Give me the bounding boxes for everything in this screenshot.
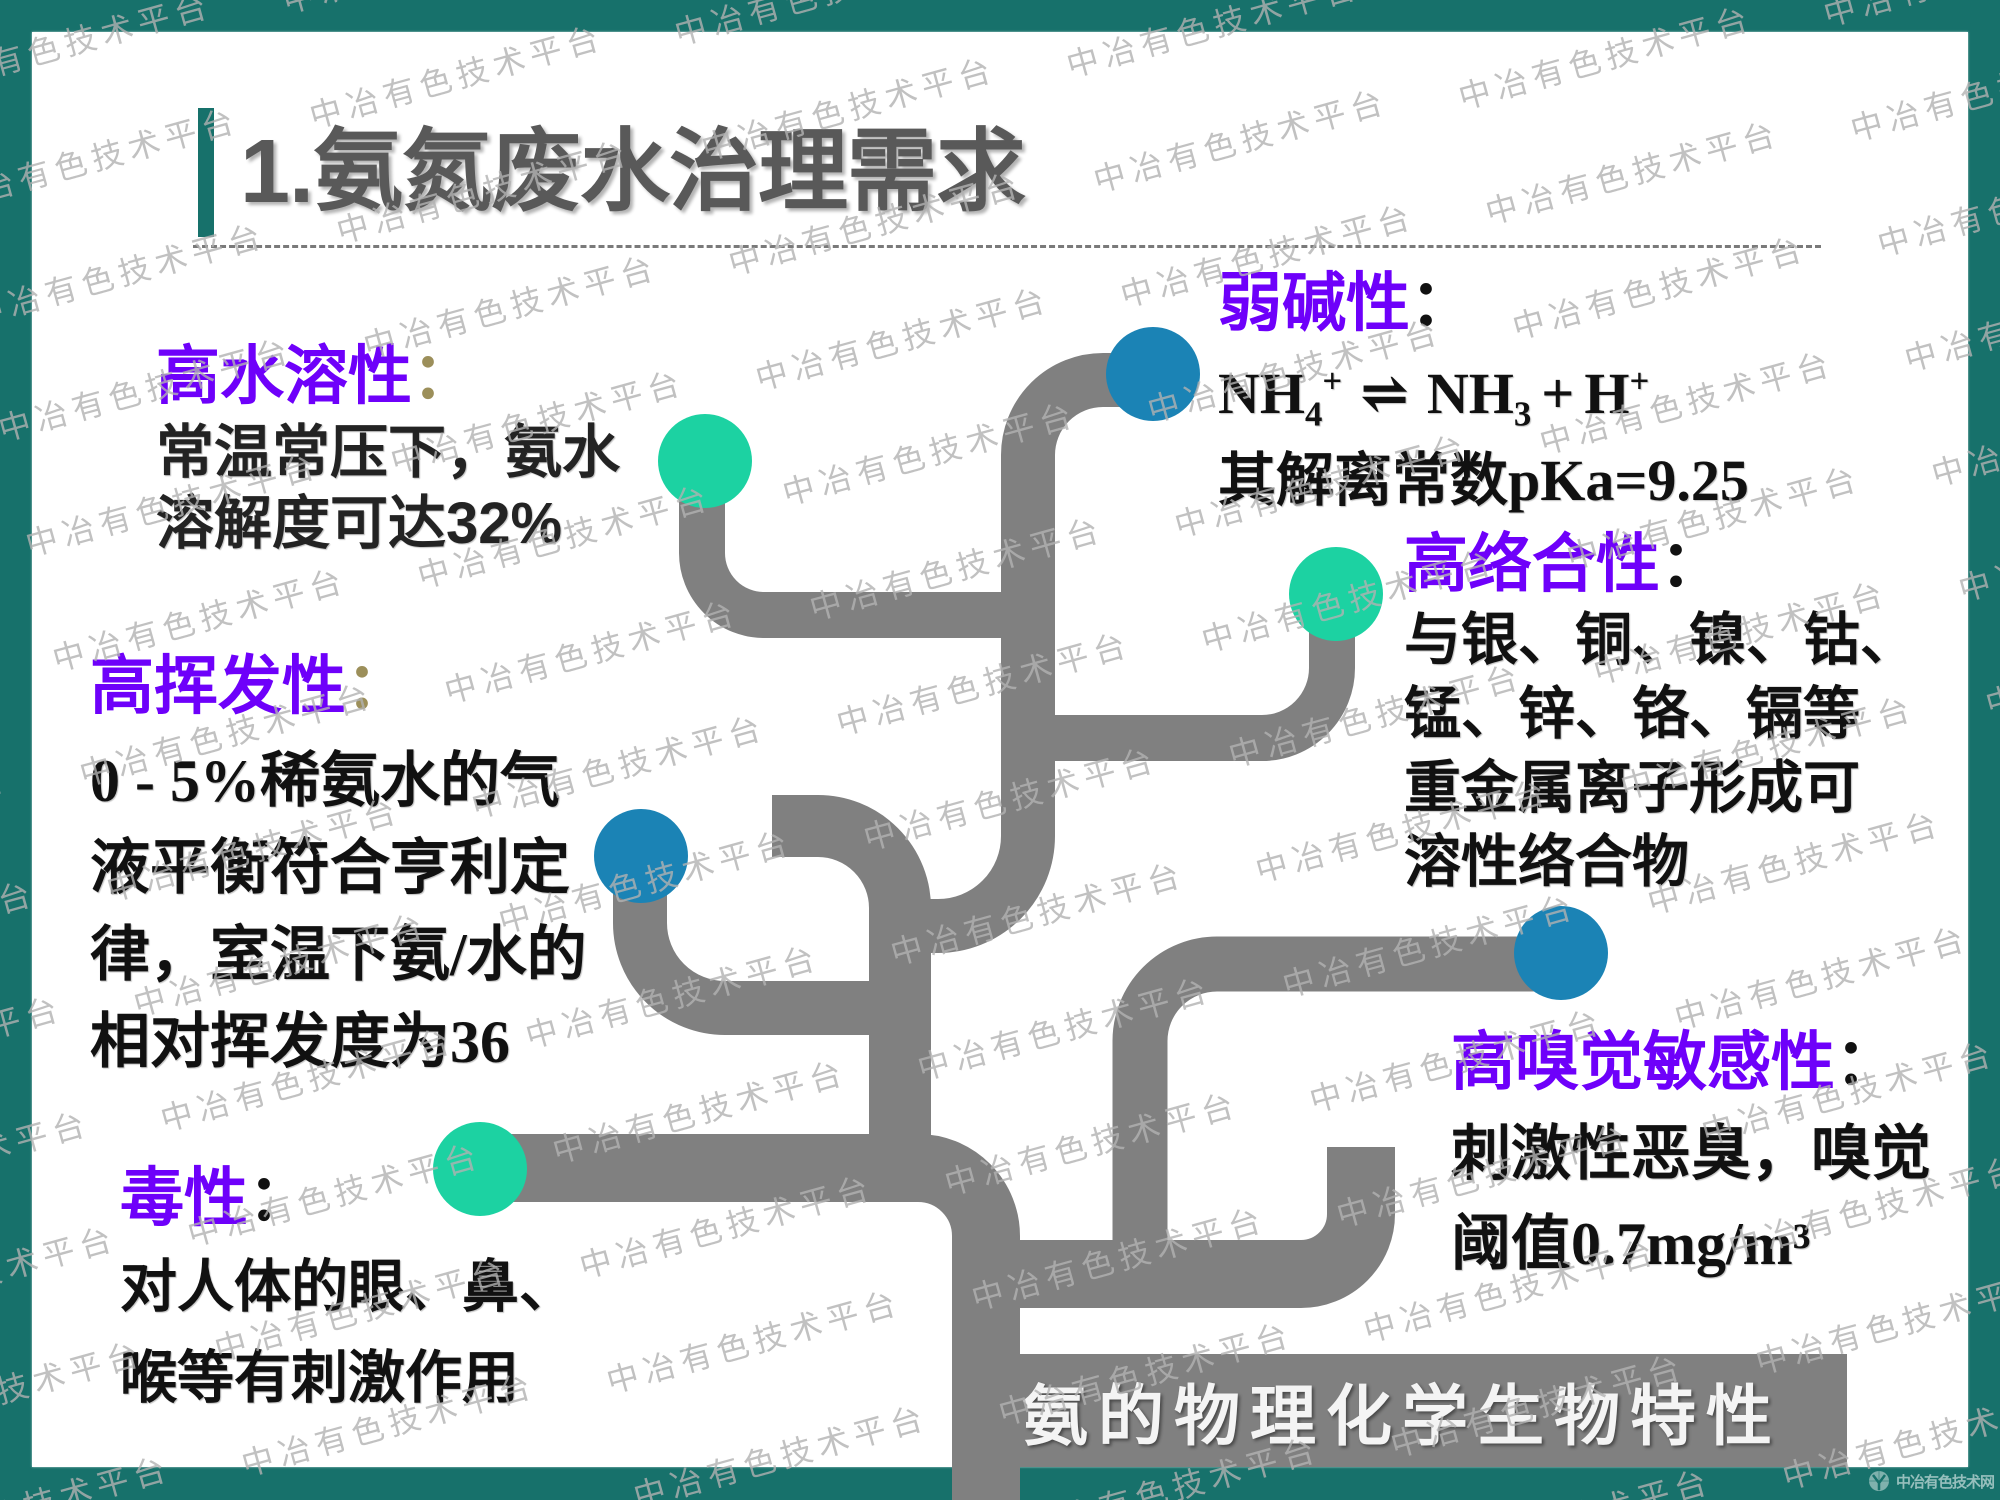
property-heading: 弱碱性： <box>1218 269 1749 339</box>
heading-colon: ： <box>346 651 410 722</box>
formula-reactant: NH <box>1218 361 1305 426</box>
property-body: NH4+⇌NH3+H+ 其解离常数pKa=9.25 <box>1218 350 1749 524</box>
branch-volatility <box>613 856 900 1035</box>
node-toxicity-icon <box>433 1122 527 1216</box>
body-line: 喉等有刺激作用 <box>120 1347 519 1410</box>
property-heading: 高水溶性： <box>156 341 620 411</box>
formula-subscript: 3 <box>1513 394 1532 434</box>
branch-odor <box>1112 936 1561 1274</box>
formula-product: H <box>1584 361 1630 426</box>
heading-text: 高嗅觉敏感性 <box>1451 1026 1835 1098</box>
heading-colon: ： <box>412 340 476 412</box>
formula-product: NH <box>1426 361 1514 426</box>
formula-charge: + <box>1322 361 1343 401</box>
property-toxicity: 毒性： 对人体的眼、鼻、 喉等有刺激作用 <box>120 1164 576 1424</box>
body-line: 常温常压下，氨水 <box>156 420 621 485</box>
body-line: 溶性络合物 <box>1404 831 1689 894</box>
heading-text: 毒性 <box>120 1163 248 1234</box>
node-complexation-icon <box>1289 547 1383 641</box>
body-line: 0 - 5%稀氨水的气 <box>90 748 560 814</box>
dissociation-equation: NH4+⇌NH3+H+ <box>1218 350 1749 437</box>
body-line: 重金属离子形成可 <box>1404 757 1860 820</box>
formula-subscript: 4 <box>1305 394 1323 434</box>
title-divider <box>193 245 1821 248</box>
property-odor: 高嗅觉敏感性： 刺激性恶臭，嗅觉 阈值0.7mg/m³ <box>1451 1027 1931 1289</box>
heading-colon: ： <box>1835 1026 1899 1098</box>
title-accent-bar <box>198 108 214 237</box>
node-solubility-icon <box>658 414 752 508</box>
property-body: 对人体的眼、鼻、 喉等有刺激作用 <box>120 1242 576 1424</box>
property-solubility: 高水溶性： 常温常压下，氨水 溶解度可达32% <box>156 341 620 559</box>
body-line: 与银、铜、镍、钴、 <box>1404 609 1917 672</box>
diagram-label-box: 氨的物理化学生物特性 <box>957 1354 1847 1467</box>
formula-charge: + <box>1629 361 1650 401</box>
heading-colon: ： <box>1660 528 1724 600</box>
middle-trunk <box>772 795 931 1170</box>
branch-complexation <box>1028 594 1355 761</box>
body-line: 相对挥发度为36 <box>90 1009 510 1075</box>
base-bar-hook <box>986 1147 1395 1308</box>
property-heading: 高络合性： <box>1404 529 1917 599</box>
upper-trunk <box>900 353 1153 953</box>
node-volatility-icon <box>594 809 688 903</box>
heading-text: 高水溶性 <box>156 340 412 412</box>
body-line: 刺激性恶臭，嗅觉 <box>1451 1121 1931 1187</box>
property-heading: 毒性： <box>120 1164 576 1234</box>
page-title: 1.氨氮废水治理需求 <box>240 122 1026 222</box>
property-body: 刺激性恶臭，嗅觉 阈值0.7mg/m³ <box>1451 1109 1931 1289</box>
formula-plus: + <box>1541 361 1575 426</box>
equilibrium-arrow: ⇌ <box>1360 361 1409 426</box>
property-heading: 高挥发性： <box>90 652 587 722</box>
heading-text: 高络合性 <box>1404 528 1660 600</box>
footer-logo-text: 中冶有色技术网 <box>1896 1472 1995 1491</box>
property-body: 常温常压下，氨水 溶解度可达32% <box>156 417 620 559</box>
node-odor-icon <box>1514 906 1608 1000</box>
body-line: 溶解度可达32% <box>156 491 563 556</box>
branch-solubility <box>679 461 1030 638</box>
property-complexation: 高络合性： 与银、铜、镍、钴、 锰、锌、铬、镉等 重金属离子形成可 溶性络合物 <box>1404 529 1917 900</box>
body-line: 对人体的眼、鼻、 <box>120 1256 576 1319</box>
node-alkalinity-icon <box>1106 327 1200 421</box>
diagram-label: 氨的物理化学生物特性 <box>1022 1376 1782 1455</box>
body-line: 其解离常数pKa=9.25 <box>1218 448 1749 513</box>
footer-logo: 中冶有色技术网 <box>1868 1469 1995 1493</box>
globe-logo-icon <box>1869 1471 1889 1491</box>
property-heading: 高嗅觉敏感性： <box>1451 1027 1931 1097</box>
heading-text: 高挥发性 <box>90 651 346 722</box>
heading-text: 弱碱性 <box>1218 268 1410 339</box>
heading-colon: ： <box>1410 268 1474 339</box>
property-volatility: 高挥发性： 0 - 5%稀氨水的气 液平衡符合亨利定 律，室温下氨/水的 相对挥… <box>90 652 587 1086</box>
body-line: 液平衡符合亨利定 <box>90 835 570 901</box>
property-body: 0 - 5%稀氨水的气 液平衡符合亨利定 律，室温下氨/水的 相对挥发度为36 <box>90 738 587 1086</box>
property-alkalinity: 弱碱性： NH4+⇌NH3+H+ 其解离常数pKa=9.25 <box>1218 269 1749 524</box>
body-line: 锰、锌、铬、镉等 <box>1404 683 1860 746</box>
body-line: 律，室温下氨/水的 <box>90 922 587 988</box>
branch-toxicity-and-lower-trunk <box>480 1134 1020 1500</box>
property-body: 与银、铜、镍、钴、 锰、锌、铬、镉等 重金属离子形成可 溶性络合物 <box>1404 604 1917 900</box>
body-line: 阈值0.7mg/m³ <box>1451 1211 1811 1277</box>
heading-colon: ： <box>248 1163 312 1234</box>
